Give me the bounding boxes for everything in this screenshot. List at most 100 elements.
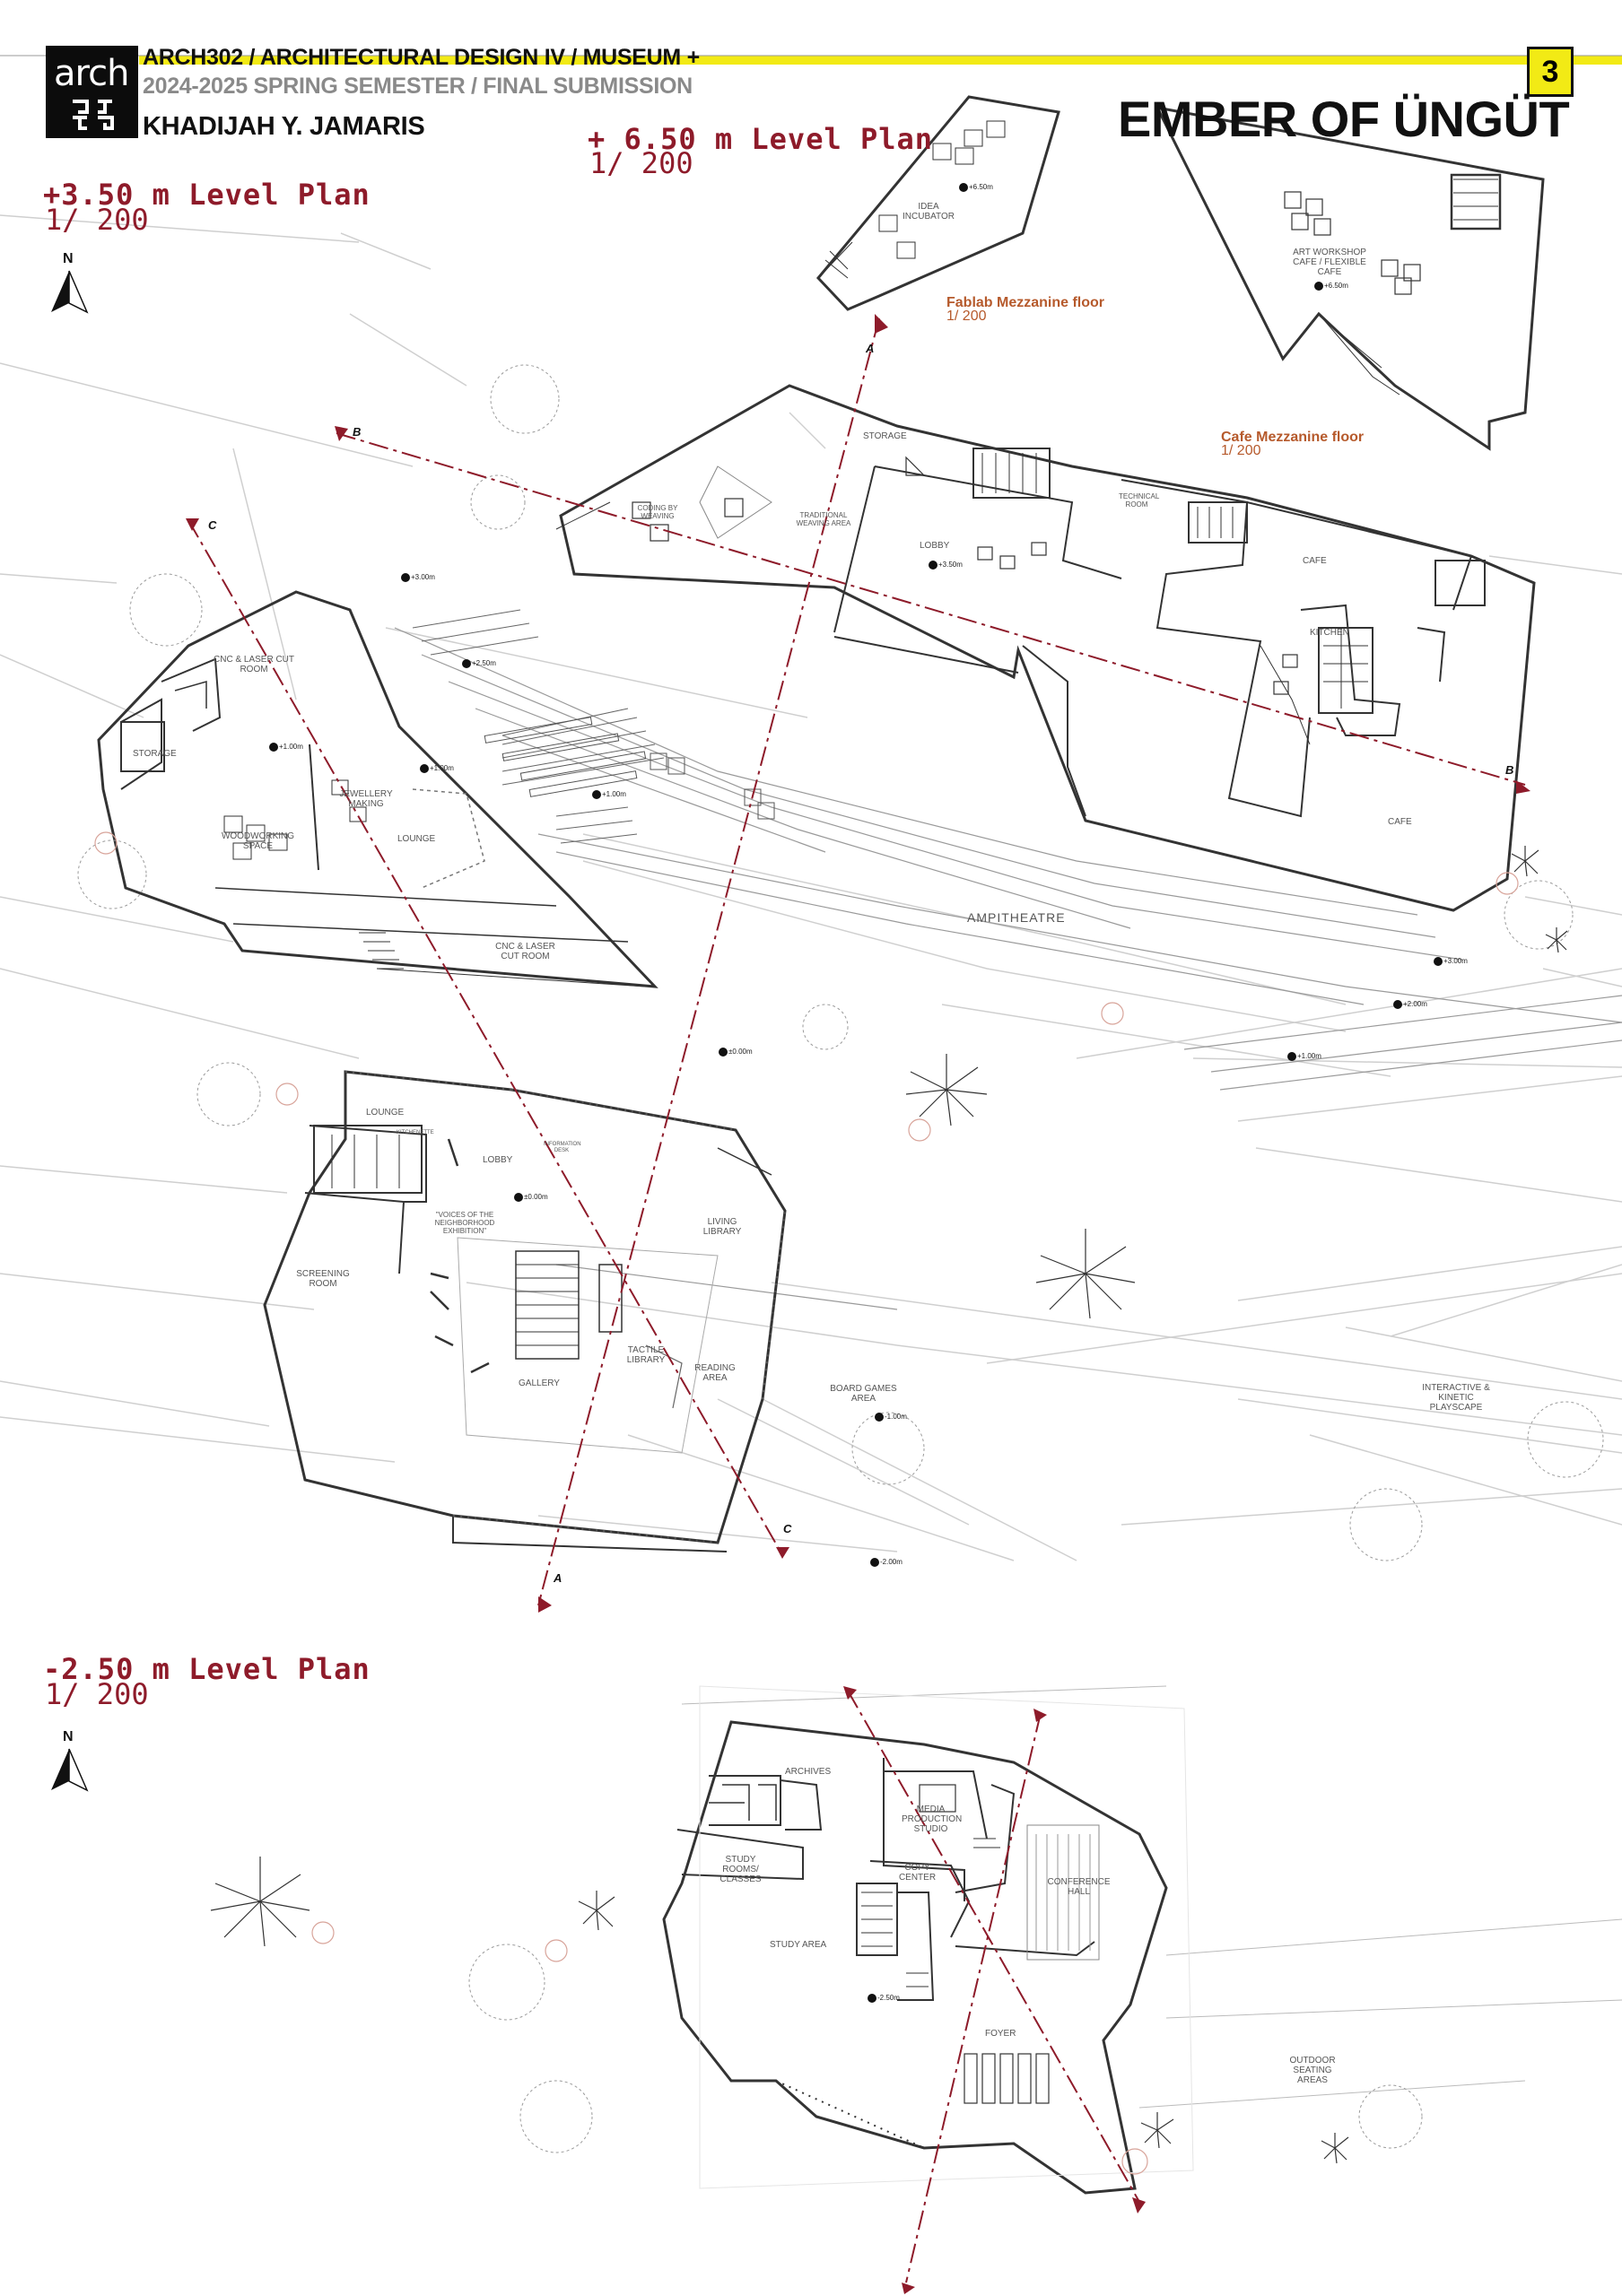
- room-idea-incubator: IDEA INCUBATOR: [903, 202, 955, 222]
- level-l300-b: +3.00m: [1443, 957, 1468, 965]
- level-l100-e: -1.00m: [885, 1413, 907, 1421]
- room-conference-hall: CONFERENCE HALL: [1047, 1877, 1111, 1897]
- section-arrow-c-bottom: [776, 1547, 789, 1559]
- room-lounge-mid: LOUNGE: [366, 1108, 405, 1118]
- room-outdoor-seating: OUTDOOR SEATING AREAS: [1289, 2056, 1336, 2085]
- amphitheatre-benches: [484, 717, 775, 820]
- semester-line: 2024-2025 SPRING SEMESTER / FINAL SUBMIS…: [143, 74, 693, 99]
- main-building-plan: [555, 384, 1536, 912]
- room-copy-center: COPY CENTER: [898, 1863, 937, 1883]
- level-l650-b: +6.50m: [1324, 282, 1348, 290]
- level-l300-a: +3.00m: [411, 573, 435, 581]
- museum-dotted-wall: [344, 1071, 786, 1544]
- plan-title-650: + 6.50 m Level Plan: [588, 122, 934, 156]
- room-reading-area: READING AREA: [694, 1363, 736, 1383]
- section-lines: [187, 317, 1526, 2283]
- fablab-mezzanine-scale: 1/ 200: [946, 309, 987, 324]
- room-lobby-mid: LOBBY: [483, 1155, 513, 1165]
- section-arrow-b-left: [335, 426, 348, 441]
- north-arrow-bottom: [51, 1748, 89, 1792]
- room-playscape: INTERACTIVE & KINETIC PLAYSCAPE: [1422, 1383, 1490, 1413]
- level-l000-b: ±0.00m: [524, 1193, 548, 1201]
- level-l200-b: +2.00m: [1403, 1000, 1427, 1008]
- room-storage-top: STORAGE: [863, 431, 907, 441]
- section-mark-c-bottom: C: [783, 1522, 792, 1535]
- room-cafe-1: CAFE: [1303, 556, 1327, 566]
- tree-accents: [94, 831, 1519, 2175]
- level-l350-lobby: +3.50m: [938, 561, 963, 569]
- section-mark-c-left: C: [208, 518, 217, 532]
- section-arrow-lower-2: [843, 1686, 857, 1700]
- plan-scale-m250: 1/ 200: [45, 1677, 149, 1711]
- fablab-mezzanine-title: Fablab Mezzanine floor: [946, 295, 1105, 310]
- tree-branch-symbols: [210, 846, 1568, 2164]
- header-yellow-band: [139, 56, 1622, 65]
- room-lobby-top: LOBBY: [920, 541, 950, 551]
- section-arrows: [186, 314, 1530, 2294]
- section-arrow-a-top: [875, 314, 888, 334]
- room-foyer: FOYER: [985, 2029, 1016, 2039]
- amphitheatre-steps: [394, 627, 1622, 1310]
- level-l200-c: -2.00m: [880, 1558, 903, 1566]
- room-traditional-weaving: TRADITIONAL WEAVING AREA: [796, 511, 851, 527]
- section-arrow-lower-1: [1033, 1709, 1047, 1722]
- level-l100-a: +1.00m: [279, 743, 303, 751]
- north-label-top: N: [63, 251, 74, 266]
- room-cafe-2: CAFE: [1388, 817, 1412, 827]
- section-mark-b-left: B: [353, 425, 362, 439]
- room-coding-weaving: CODING BY WEAVING: [637, 504, 678, 520]
- level-l650-a: +6.50m: [969, 183, 993, 191]
- level-l100-d: +1.00m: [1297, 1052, 1321, 1060]
- room-kitchenette: KITCHENETTE: [397, 1130, 434, 1135]
- section-arrow-lower-4: [902, 2283, 915, 2294]
- lower-level-plan: [662, 1720, 1168, 2195]
- logo-text: arch: [54, 53, 129, 94]
- course-line: ARCH302 / ARCHITECTURAL DESIGN IV / MUSE…: [143, 45, 700, 70]
- label-ampitheatre: AMPITHEATRE: [967, 910, 1066, 925]
- cafe-mezzanine-plan: [1155, 105, 1545, 451]
- level-l100-c: +1.00m: [602, 790, 626, 798]
- room-technical: TECHNICAL ROOM: [1119, 492, 1160, 509]
- room-gallery: GALLERY: [519, 1378, 560, 1388]
- section-mark-a-top: A: [866, 342, 875, 355]
- section-arrow-a-bottom: [538, 1596, 552, 1613]
- room-archives: ARCHIVES: [785, 1767, 832, 1777]
- room-voices-exhibition: "VOICES OF THE NEIGHBORHOOD EXHIBITION": [434, 1211, 495, 1235]
- room-living-library: LIVING LIBRARY: [702, 1217, 742, 1237]
- plan-scale-650: 1/ 200: [589, 146, 693, 180]
- section-line-b: [336, 432, 1526, 786]
- logo-glyph-icon: [73, 100, 114, 130]
- room-cnc-1: CNC & LASER CUT ROOM: [214, 655, 295, 674]
- cafe-mezzanine-scale: 1/ 200: [1221, 443, 1261, 458]
- room-study-rooms: STUDY ROOMS/ CLASSES: [719, 1855, 762, 1884]
- section-line-lower-2: [847, 1690, 1140, 2203]
- room-jewellery: JEWELLERY MAKING: [339, 789, 393, 809]
- project-title: EMBER OF ÜNGÜT: [1118, 91, 1570, 147]
- room-cnc-2: CNC & LASER CUT ROOM: [495, 942, 555, 961]
- museum-building-plan: [263, 1070, 787, 1552]
- page-number-badge: 3: [1527, 47, 1574, 97]
- room-screening: SCREENING ROOM: [296, 1269, 350, 1289]
- outdoor-seating-lower: [681, 1685, 1622, 2189]
- level-l250-a: +2.50m: [472, 659, 496, 667]
- room-woodworking: WOODWORKING SPACE: [221, 831, 295, 851]
- section-arrow-c-left: [186, 518, 199, 531]
- level-l250-bottom: -2.50m: [877, 1994, 900, 2002]
- room-media-production: MEDIA PRODUCTION STUDIO: [902, 1805, 963, 1834]
- section-arrow-lower-3: [1132, 2197, 1146, 2213]
- room-study-area: STUDY AREA: [770, 1940, 827, 1950]
- level-l000-a: ±0.00m: [728, 1048, 753, 1056]
- site-context-lines: [0, 214, 1622, 1561]
- section-mark-a-bottom: A: [554, 1571, 562, 1585]
- room-tactile-library: TACTILE LIBRARY: [626, 1345, 666, 1365]
- section-line-a-lower: [905, 1712, 1042, 2283]
- plan-title-m250: -2.50 m Level Plan: [43, 1652, 371, 1686]
- fablab-building-plan: [97, 590, 658, 988]
- fablab-mezzanine-plan: [815, 95, 1060, 311]
- tree-symbols: [77, 364, 1604, 2153]
- room-info-desk: INFORMATION DESK: [544, 1142, 581, 1153]
- north-label-bottom: N: [63, 1729, 74, 1744]
- north-arrow-top: [51, 270, 89, 314]
- author-name: KHADIJAH Y. JAMARIS: [143, 112, 425, 141]
